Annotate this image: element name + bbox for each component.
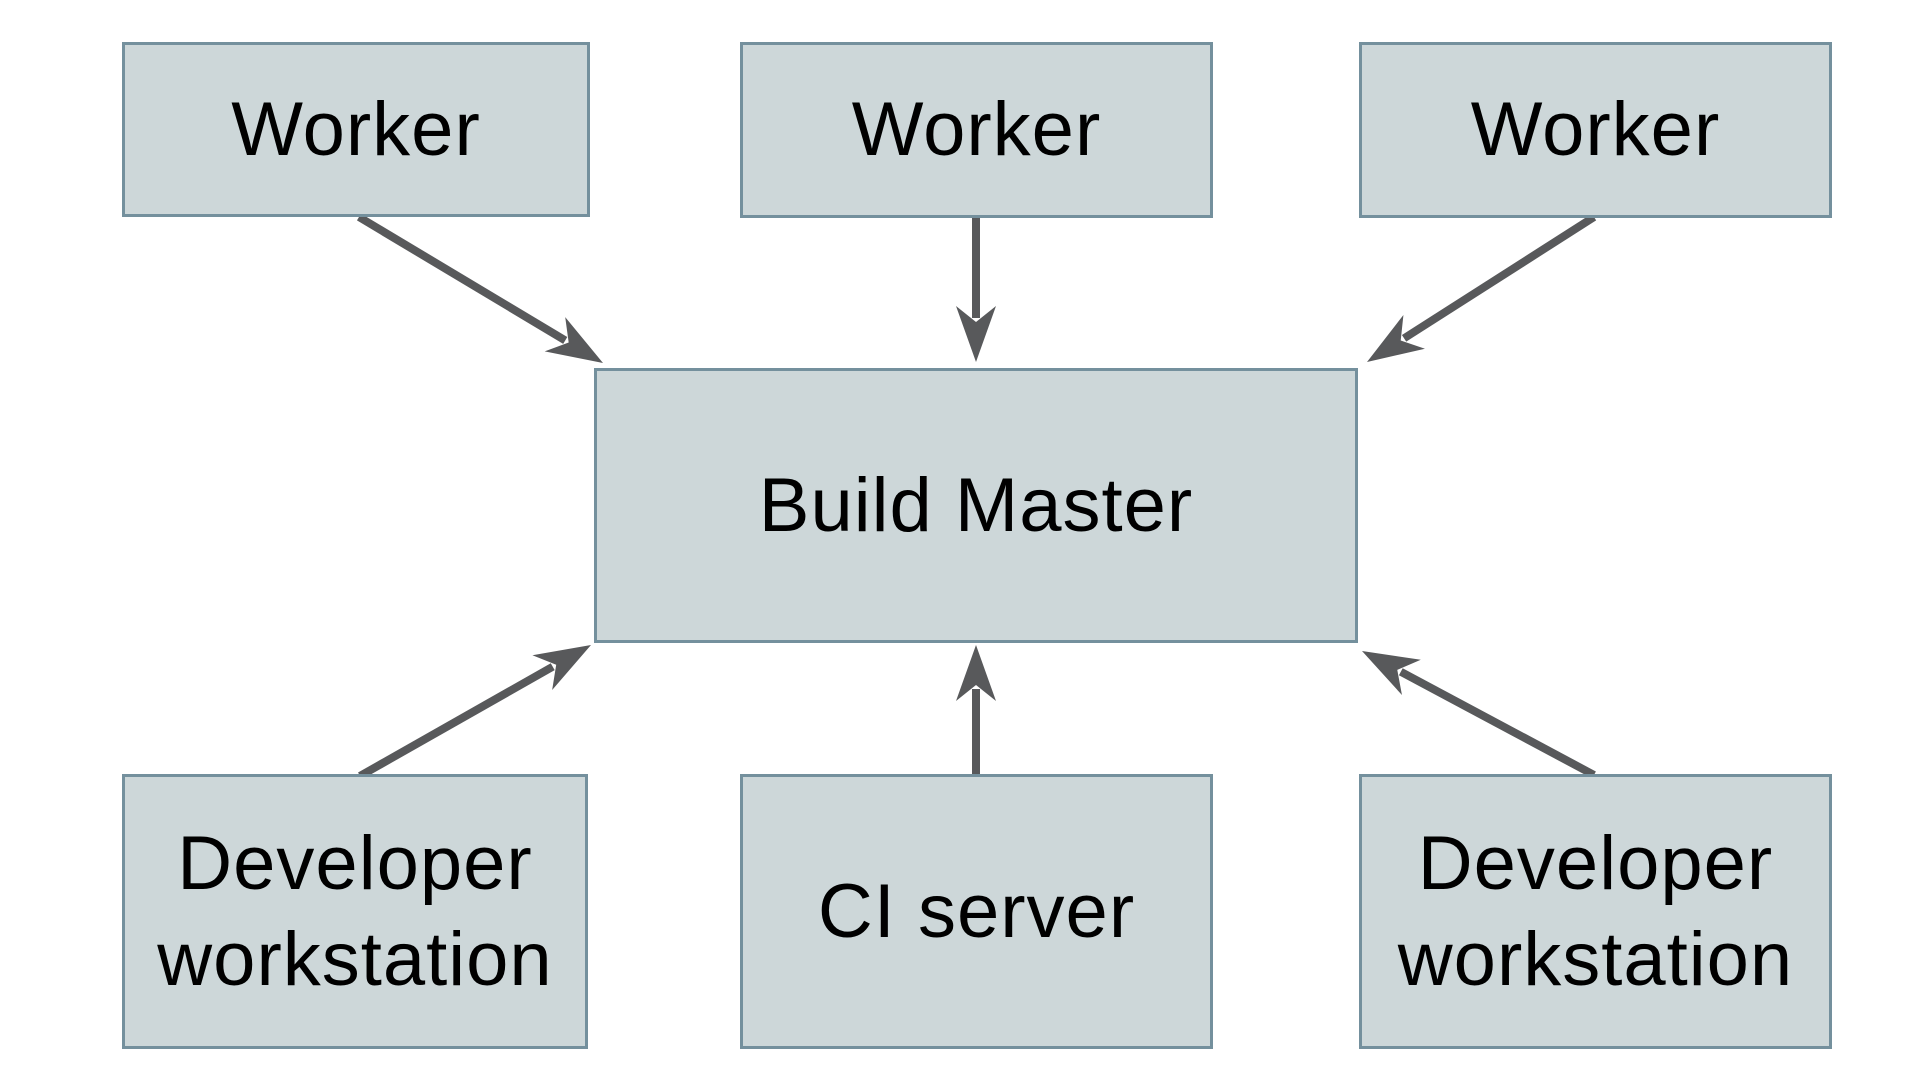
node-dev-workstation-right: Developer workstation: [1359, 774, 1832, 1049]
arrow-dev-workstation-right-to-build-master: [1362, 650, 1596, 779]
node-worker-1: Worker: [122, 42, 590, 217]
arrow-worker-3-to-build-master: [1366, 213, 1597, 362]
node-worker-2-label: Worker: [851, 87, 1102, 173]
node-dev-workstation-right-label: Developer workstation: [1397, 820, 1794, 1002]
node-worker-2: Worker: [740, 42, 1213, 218]
node-worker-1-label: Worker: [231, 86, 481, 172]
node-worker-3-label: Worker: [1470, 87, 1721, 173]
node-ci-server-label: CI server: [817, 868, 1136, 954]
node-dev-workstation-left: Developer workstation: [122, 774, 588, 1049]
arrow-dev-workstation-left-to-build-master: [358, 644, 592, 780]
node-build-master: Build Master: [594, 368, 1358, 643]
arrow-worker-1-to-build-master: [356, 213, 604, 363]
node-build-master-label: Build Master: [758, 462, 1194, 548]
node-worker-3: Worker: [1359, 42, 1832, 218]
node-ci-server: CI server: [740, 774, 1213, 1049]
node-dev-workstation-left-label: Developer workstation: [157, 820, 553, 1002]
